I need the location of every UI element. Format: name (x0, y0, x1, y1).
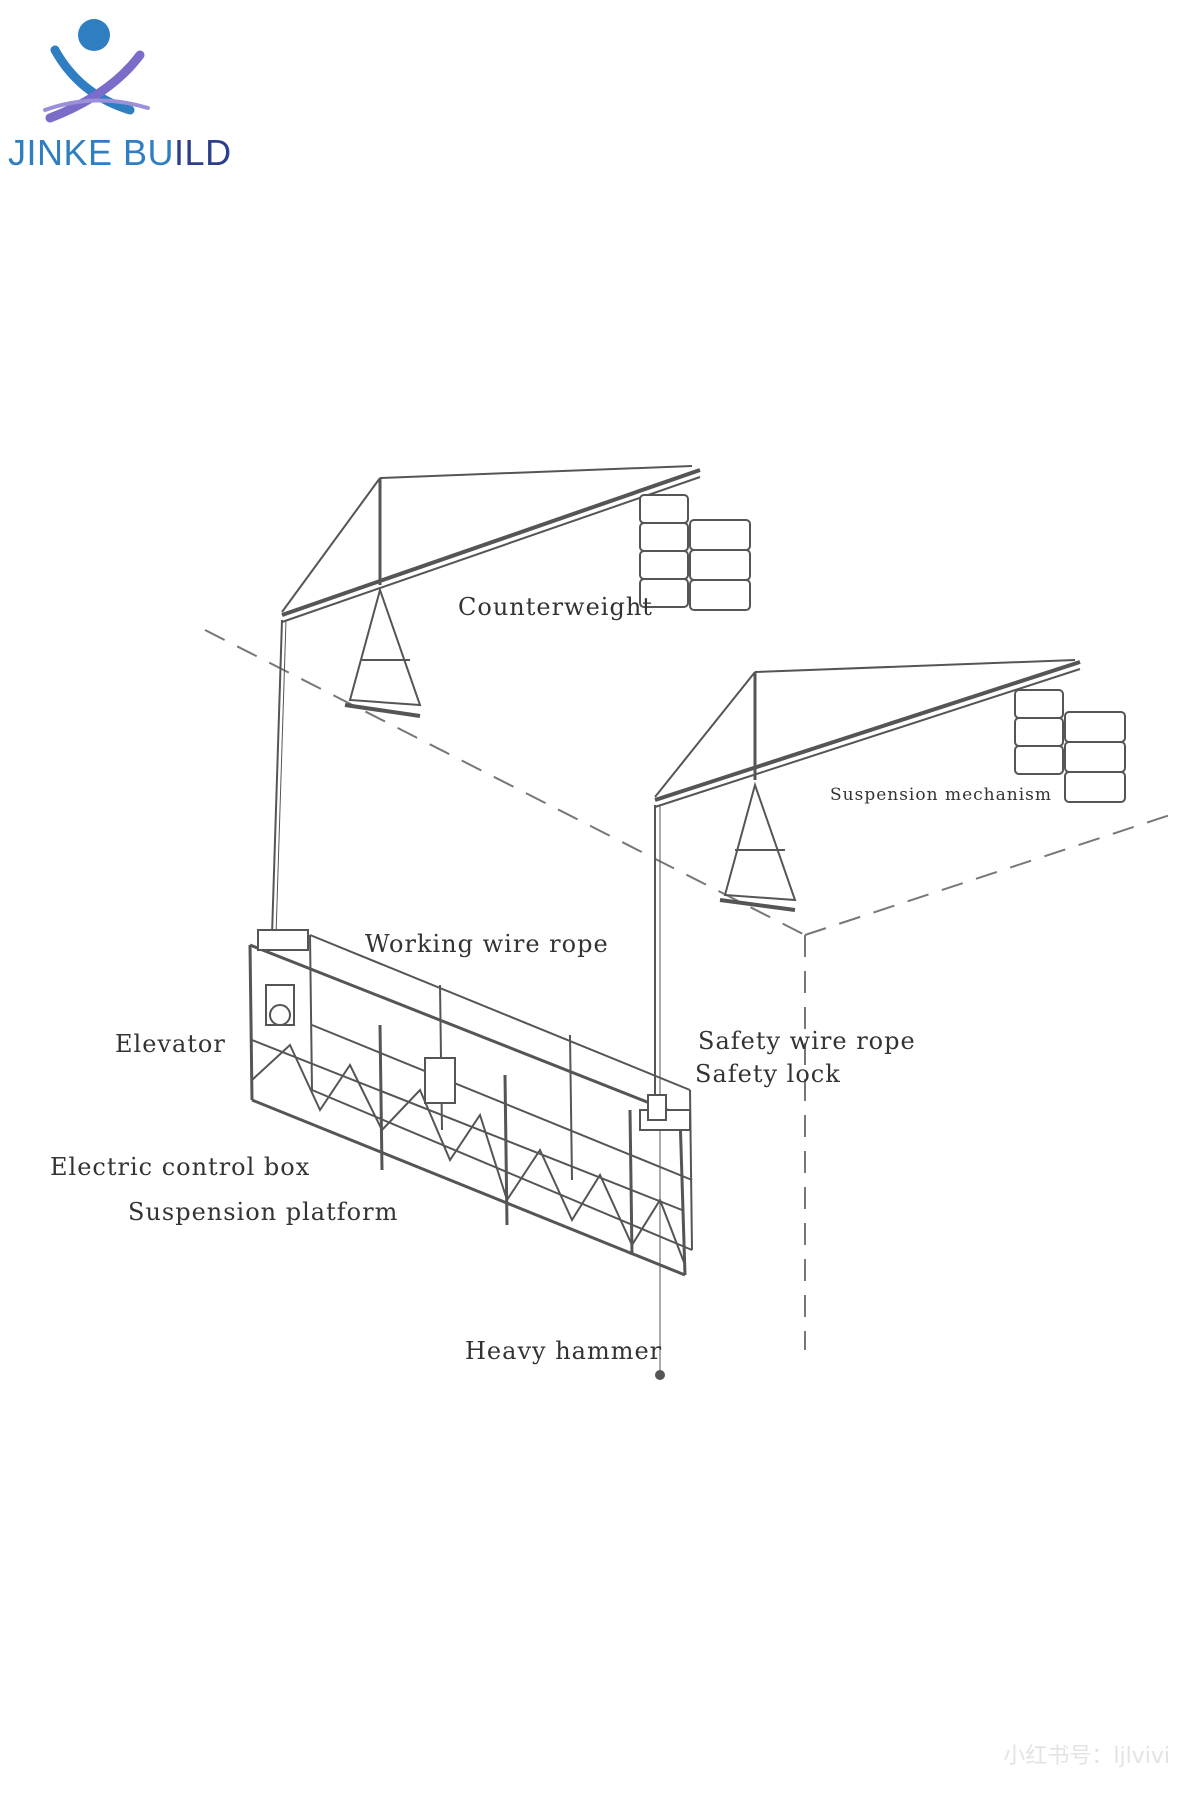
brand-logo: JINKE BUILD (0, 0, 232, 180)
label-working-wire-rope: Working wire rope (365, 930, 609, 958)
building-outline (204, 629, 1171, 1350)
electric-control-box (424, 1057, 456, 1104)
label-heavy-hammer: Heavy hammer (465, 1337, 663, 1365)
wire-ropes (271, 619, 665, 1380)
label-electric-control-box: Electric control box (50, 1153, 311, 1181)
label-safety-lock: Safety lock (695, 1060, 841, 1088)
label-safety-wire-rope: Safety wire rope (698, 1027, 916, 1055)
label-suspension-mechanism: Suspension mechanism (830, 785, 1052, 805)
brand-name: JINKE BUILD (8, 132, 232, 173)
right-suspension-mechanism (654, 659, 1126, 912)
label-suspension-platform: Suspension platform (128, 1198, 399, 1226)
right-counterweight-stack (1014, 689, 1126, 803)
label-elevator: Elevator (115, 1030, 226, 1058)
left-suspension-mechanism (281, 465, 751, 718)
left-counterweight-stack (639, 494, 751, 611)
watermark: 小红书号：ljlvivi (1003, 1744, 1170, 1769)
jinke-build-logo-icon (43, 19, 150, 123)
safety-lock (647, 1094, 667, 1121)
label-counterweight: Counterweight (458, 593, 653, 621)
suspension-platform (248, 929, 693, 1277)
